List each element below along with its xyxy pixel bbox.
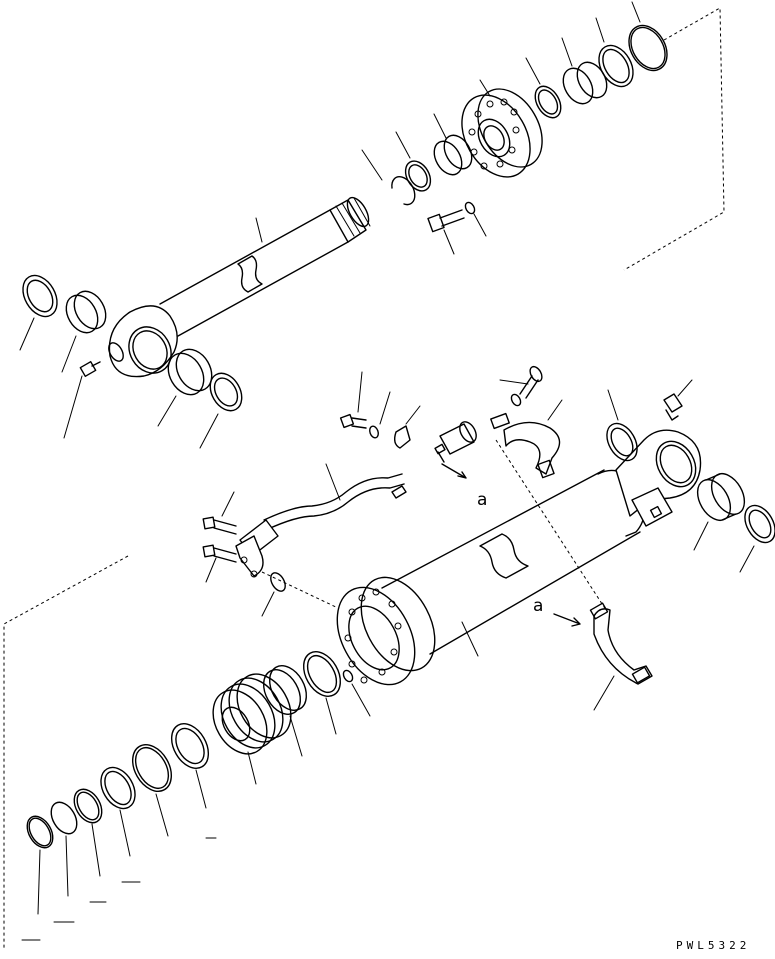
upper-assembly	[19, 1, 725, 449]
piston-ring-part	[262, 665, 308, 715]
backup-ring-lower-part	[73, 788, 103, 824]
drawing-code: PWL5322	[676, 939, 750, 952]
reference-label-a-lower: a	[533, 596, 543, 616]
o-ring-lower-part	[50, 801, 78, 835]
o-ring-part	[628, 24, 668, 72]
cushion-ring-part	[131, 744, 173, 792]
grease-fitting-part	[79, 360, 101, 378]
pipe-clamp-lower-part	[589, 602, 653, 685]
hydraulic-pipe-part	[235, 473, 407, 578]
elbow-fitting-part	[663, 393, 683, 421]
bushing-part	[562, 67, 594, 105]
flange-o-ring-part	[270, 572, 286, 592]
plug-part	[342, 669, 354, 683]
piston-part	[212, 673, 292, 755]
arrow-a-upper	[441, 463, 467, 479]
dust-seal-bottom-part	[744, 504, 775, 544]
reference-label-a-upper: a	[477, 490, 487, 510]
dust-seal-right-part	[209, 372, 243, 412]
bushing-bottom-part	[606, 422, 638, 462]
snap-ring-lower-part	[26, 815, 54, 849]
dust-seal-left-part	[22, 274, 58, 318]
pipe-flange-bolts-part	[202, 516, 237, 563]
snap-ring-part	[534, 85, 562, 119]
piston-wear-ring-part	[170, 723, 210, 769]
backup-ring-part	[598, 44, 634, 88]
o-ring-inner	[630, 26, 666, 70]
pipe-clamp-upper-part	[490, 412, 561, 479]
leader-line	[631, 1, 641, 23]
cylinder-tube-part	[336, 429, 702, 686]
retaining-ring-part	[391, 176, 416, 206]
piston-rod-part	[108, 196, 371, 378]
boundary-dashed-upper	[623, 7, 725, 271]
bushing-right-part	[167, 352, 205, 396]
arrow-a-lower	[553, 613, 581, 627]
rod-packing-part	[404, 160, 432, 192]
dust-seal-part	[433, 140, 463, 176]
boundary-dashed-lower	[3, 555, 129, 948]
bushing-left-part	[65, 294, 99, 334]
lower-assembly	[3, 365, 775, 948]
hose-fitting-part	[434, 421, 477, 463]
clamp-bolt-part	[510, 365, 543, 407]
wear-ring-part	[302, 651, 342, 697]
bracket-bolt-part	[339, 413, 411, 449]
piston-seal-part	[100, 766, 136, 810]
head-bolt-part	[427, 201, 476, 233]
cylinder-head-part	[461, 88, 543, 178]
bushing-bottom-right-part	[696, 473, 746, 521]
